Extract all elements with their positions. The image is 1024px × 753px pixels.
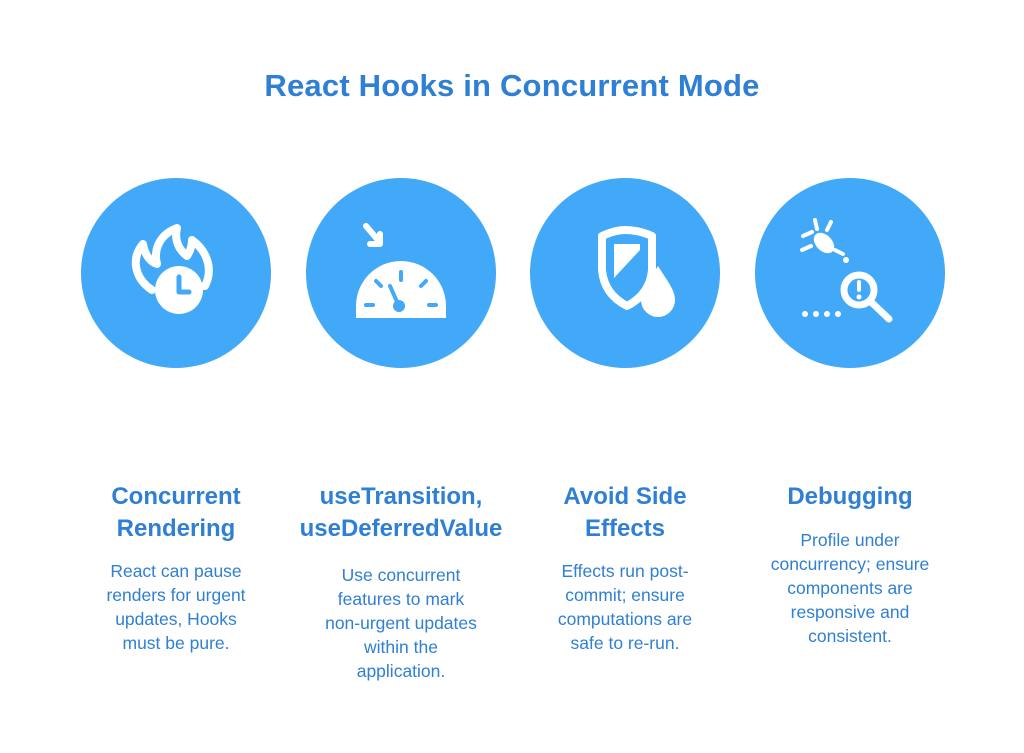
fire-clock-icon bbox=[131, 224, 213, 314]
column-debugging: Debugging Profile under concurrency; ens… bbox=[730, 481, 970, 648]
column-concurrent-rendering: Concurrent Rendering React can pause ren… bbox=[56, 481, 296, 655]
column-heading: Avoid Side Effects bbox=[563, 483, 687, 542]
column-description: Use concurrent features to mark non-urge… bbox=[325, 565, 477, 681]
column-heading: Concurrent Rendering bbox=[111, 483, 241, 542]
column-description: React can pause renders for urgent updat… bbox=[106, 561, 246, 653]
column-use-transition: useTransition, useDeferredValue Use conc… bbox=[281, 481, 521, 683]
circle-avoid-side-effects bbox=[530, 178, 720, 368]
column-avoid-side-effects: Avoid Side Effects Effects run post- com… bbox=[505, 481, 745, 655]
column-description: Effects run post- commit; ensure computa… bbox=[557, 561, 693, 653]
circle-use-transition bbox=[306, 178, 496, 368]
circle-debugging bbox=[755, 178, 945, 368]
page-title: React Hooks in Concurrent Mode bbox=[264, 68, 760, 103]
shield-drop-icon bbox=[598, 226, 675, 317]
column-heading: useTransition, useDeferredValue bbox=[299, 483, 503, 542]
column-description: Profile under concurrency; ensure compon… bbox=[770, 530, 930, 646]
bug-search-icon bbox=[800, 218, 893, 323]
circle-concurrent-rendering bbox=[81, 178, 271, 368]
column-heading: Debugging bbox=[787, 483, 913, 510]
speedometer-icon bbox=[356, 223, 446, 318]
